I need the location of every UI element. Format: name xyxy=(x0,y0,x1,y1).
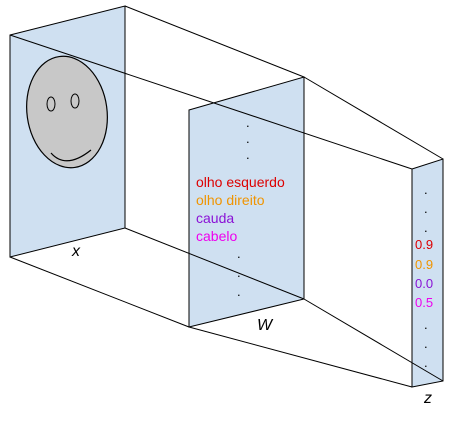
svg-text:.: . xyxy=(237,284,241,299)
svg-text:.: . xyxy=(424,336,428,351)
feature-label: olho direito xyxy=(196,192,265,208)
svg-text:.: . xyxy=(424,182,428,197)
svg-text:.: . xyxy=(424,201,428,216)
output-value: 0.9 xyxy=(415,257,433,272)
output-value: 0.9 xyxy=(415,237,433,252)
output-value: 0.5 xyxy=(415,295,433,310)
feature-label: cabelo xyxy=(196,228,237,244)
feature-label: cauda xyxy=(196,210,234,226)
feature-label: olho esquerdo xyxy=(196,174,285,190)
weights-label: W xyxy=(257,317,274,334)
svg-text:.: . xyxy=(424,355,428,370)
svg-text:.: . xyxy=(424,220,428,235)
output-value: 0.0 xyxy=(415,276,433,291)
output-label: z xyxy=(423,390,432,407)
projection-lines xyxy=(9,5,444,388)
svg-text:.: . xyxy=(246,115,250,130)
svg-text:.: . xyxy=(237,246,241,261)
svg-text:.: . xyxy=(246,131,250,146)
input-label: x xyxy=(71,243,81,260)
output-ellipsis-top: . . . xyxy=(424,182,428,235)
svg-text:.: . xyxy=(246,147,250,162)
svg-text:.: . xyxy=(424,317,428,332)
weights-ellipsis-bottom: . . . xyxy=(237,246,241,299)
output-ellipsis-bottom: . . . xyxy=(424,317,428,370)
svg-text:.: . xyxy=(237,265,241,280)
weights-ellipsis-top: . . . xyxy=(246,115,250,162)
smiley-face-icon xyxy=(26,55,108,169)
